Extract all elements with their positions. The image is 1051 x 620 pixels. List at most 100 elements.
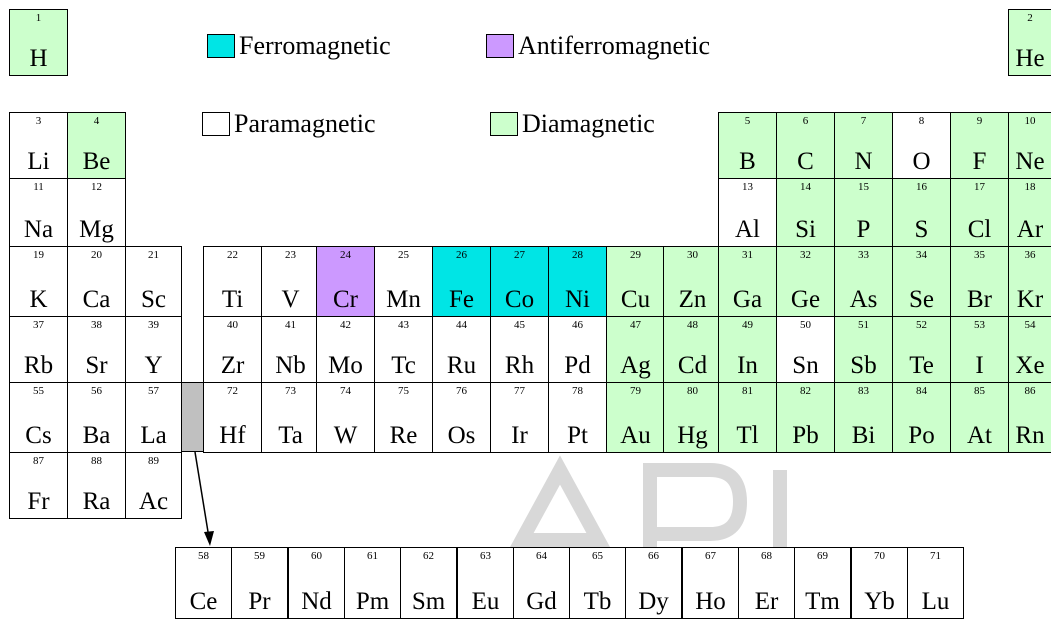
element-symbol: Rn: [1015, 422, 1045, 449]
atomic-number: 66: [648, 550, 659, 562]
atomic-number: 72: [227, 385, 238, 397]
element-symbol: Kr: [1016, 286, 1044, 313]
element-symbol: Tb: [583, 588, 612, 615]
element-symbol: Fr: [27, 488, 50, 515]
element-symbol: Lu: [921, 588, 950, 615]
atomic-number: 59: [254, 550, 265, 562]
element-symbol: Pt: [567, 422, 588, 449]
atomic-number: 14: [800, 181, 811, 193]
atomic-number: 30: [687, 249, 698, 261]
atomic-number: 77: [514, 385, 525, 397]
atomic-number: 69: [817, 550, 828, 562]
atomic-number: 15: [858, 181, 869, 193]
element-symbol: Ce: [189, 588, 218, 615]
atomic-number: 32: [800, 249, 811, 261]
atomic-number: 40: [227, 319, 238, 331]
element-symbol: Co: [504, 286, 535, 313]
atomic-number: 5: [744, 115, 751, 127]
element-symbol: Pm: [355, 588, 390, 615]
atomic-number: 10: [1024, 115, 1036, 127]
element-symbol: S: [914, 216, 929, 243]
atomic-number: 70: [874, 550, 885, 562]
atomic-number: 63: [480, 550, 491, 562]
element-symbol: Cs: [25, 422, 52, 449]
atomic-number: 85: [974, 385, 985, 397]
element-symbol: O: [912, 148, 931, 175]
atomic-number: 18: [1024, 181, 1036, 193]
atomic-number: 36: [1024, 249, 1036, 261]
element-symbol: Br: [967, 286, 992, 313]
atomic-number: 22: [227, 249, 238, 261]
atomic-number: 78: [572, 385, 583, 397]
element-symbol: Y: [144, 352, 163, 379]
element-symbol: Ra: [82, 488, 111, 515]
atomic-number: 51: [858, 319, 869, 331]
element-symbol: C: [797, 148, 814, 175]
paramagnetic-swatch: [202, 112, 230, 136]
element-symbol: Ti: [221, 286, 244, 313]
atomic-number: 67: [705, 550, 716, 562]
element-symbol: K: [29, 286, 48, 313]
element-symbol: Ni: [565, 286, 590, 313]
atomic-number: 65: [592, 550, 603, 562]
element-symbol: Mo: [328, 352, 363, 379]
atomic-number: 26: [456, 249, 467, 261]
element-symbol: As: [849, 286, 878, 313]
atomic-number: 81: [742, 385, 753, 397]
atomic-number: 49: [742, 319, 753, 331]
atomic-number: 68: [761, 550, 772, 562]
element-symbol: Mg: [79, 216, 114, 243]
atomic-number: 25: [398, 249, 409, 261]
atomic-number: 47: [630, 319, 641, 331]
atomic-number: 41: [285, 319, 296, 331]
lanthanide-gap-marker: [181, 382, 203, 452]
atomic-number: 46: [572, 319, 583, 331]
element-symbol: N: [854, 148, 873, 175]
element-symbol: Pb: [792, 422, 819, 449]
element-symbol: At: [967, 422, 992, 449]
element-symbol: Ru: [446, 352, 477, 379]
atomic-number: 23: [285, 249, 296, 261]
element-symbol: H: [29, 45, 48, 72]
element-symbol: Zn: [678, 286, 707, 313]
element-symbol: Bi: [851, 422, 876, 449]
element-symbol: Ga: [732, 286, 763, 313]
element-symbol: Ge: [790, 286, 821, 313]
atomic-number: 35: [974, 249, 985, 261]
ferromagnetic-swatch: [207, 34, 235, 58]
element-symbol: Yb: [864, 588, 895, 615]
